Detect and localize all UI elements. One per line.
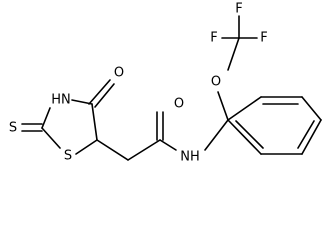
bond-c4-o-1 xyxy=(88,79,111,105)
bond-s1-c5 xyxy=(75,139,98,155)
atom-s-thione: S xyxy=(9,121,17,136)
bonds xyxy=(21,15,322,161)
bond-ar-n xyxy=(204,119,229,151)
bond-n3-c2 xyxy=(41,107,51,129)
bond-c-o-ether xyxy=(227,37,240,71)
bond-ch2-ring xyxy=(96,139,129,161)
bond-n-carbonyl xyxy=(159,139,177,151)
bond-c2-s1 xyxy=(41,127,61,149)
atom-o-ring-ketone: O xyxy=(114,66,124,81)
atom-nh-ring: HN xyxy=(51,93,71,108)
bond-carbonyl-ch2 xyxy=(127,139,161,161)
atom-f3: F xyxy=(260,31,267,46)
bond-ar-inner-b xyxy=(297,120,315,149)
bond-ar-1-2 xyxy=(227,96,262,121)
atom-o-ether: O xyxy=(211,75,221,90)
bond-c4-o-2 xyxy=(94,83,115,108)
atom-f1: F xyxy=(235,2,242,17)
bond-ar-inner-c xyxy=(235,120,264,149)
atom-o-amide: O xyxy=(174,97,184,112)
bond-ar-6-1 xyxy=(227,119,262,155)
bond-o-aryl xyxy=(217,91,229,121)
bond-ar-4-5 xyxy=(301,119,322,155)
bond-ar-3-4 xyxy=(301,96,322,121)
atom-labels: F F F O O O HN S S NH xyxy=(9,2,268,165)
bond-c5-c4 xyxy=(91,103,98,141)
atom-nh-amide: NH xyxy=(180,150,200,165)
structure-diagram: F F F O O O HN S S NH xyxy=(9,2,322,165)
atom-s-ring: S xyxy=(64,149,72,164)
atom-f2: F xyxy=(210,31,217,46)
